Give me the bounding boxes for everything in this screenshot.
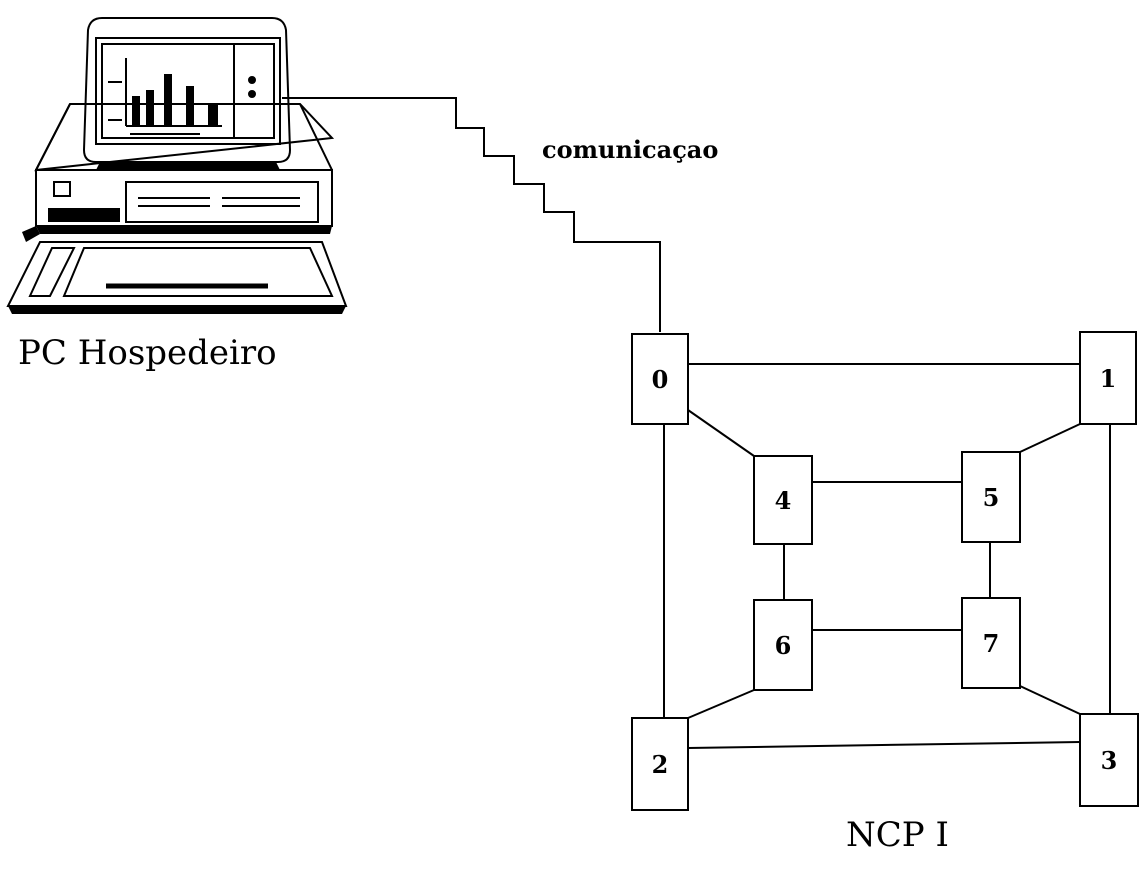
node-3: 3 [1080,714,1138,806]
node-label-4: 4 [775,486,792,515]
host-label: PC Hospedeiro [18,333,277,373]
node-label-7: 7 [983,629,1000,658]
edge-0-4 [688,410,754,456]
node-label-6: 6 [775,631,792,660]
edge-1-5 [1020,424,1080,452]
host-computer-icon [8,18,346,314]
communication-link [282,98,660,332]
node-0: 0 [632,334,688,424]
node-6: 6 [754,600,812,690]
edge-2-6 [688,690,754,718]
node-label-3: 3 [1101,746,1118,775]
link-label: comunicaçao [542,135,718,164]
node-7: 7 [962,598,1020,688]
network-label: NCP I [846,815,949,855]
edge-2-3 [688,742,1080,748]
node-1: 1 [1080,332,1136,424]
node-label-2: 2 [652,750,669,779]
node-5: 5 [962,452,1020,542]
edge-3-7 [1020,686,1080,714]
network-edges [664,364,1110,748]
node-label-5: 5 [983,483,1000,512]
network-nodes: 0 1 2 3 4 5 6 7 [632,332,1138,810]
node-2: 2 [632,718,688,810]
node-label-0: 0 [652,365,669,394]
node-label-1: 1 [1100,364,1117,393]
node-4: 4 [754,456,812,544]
